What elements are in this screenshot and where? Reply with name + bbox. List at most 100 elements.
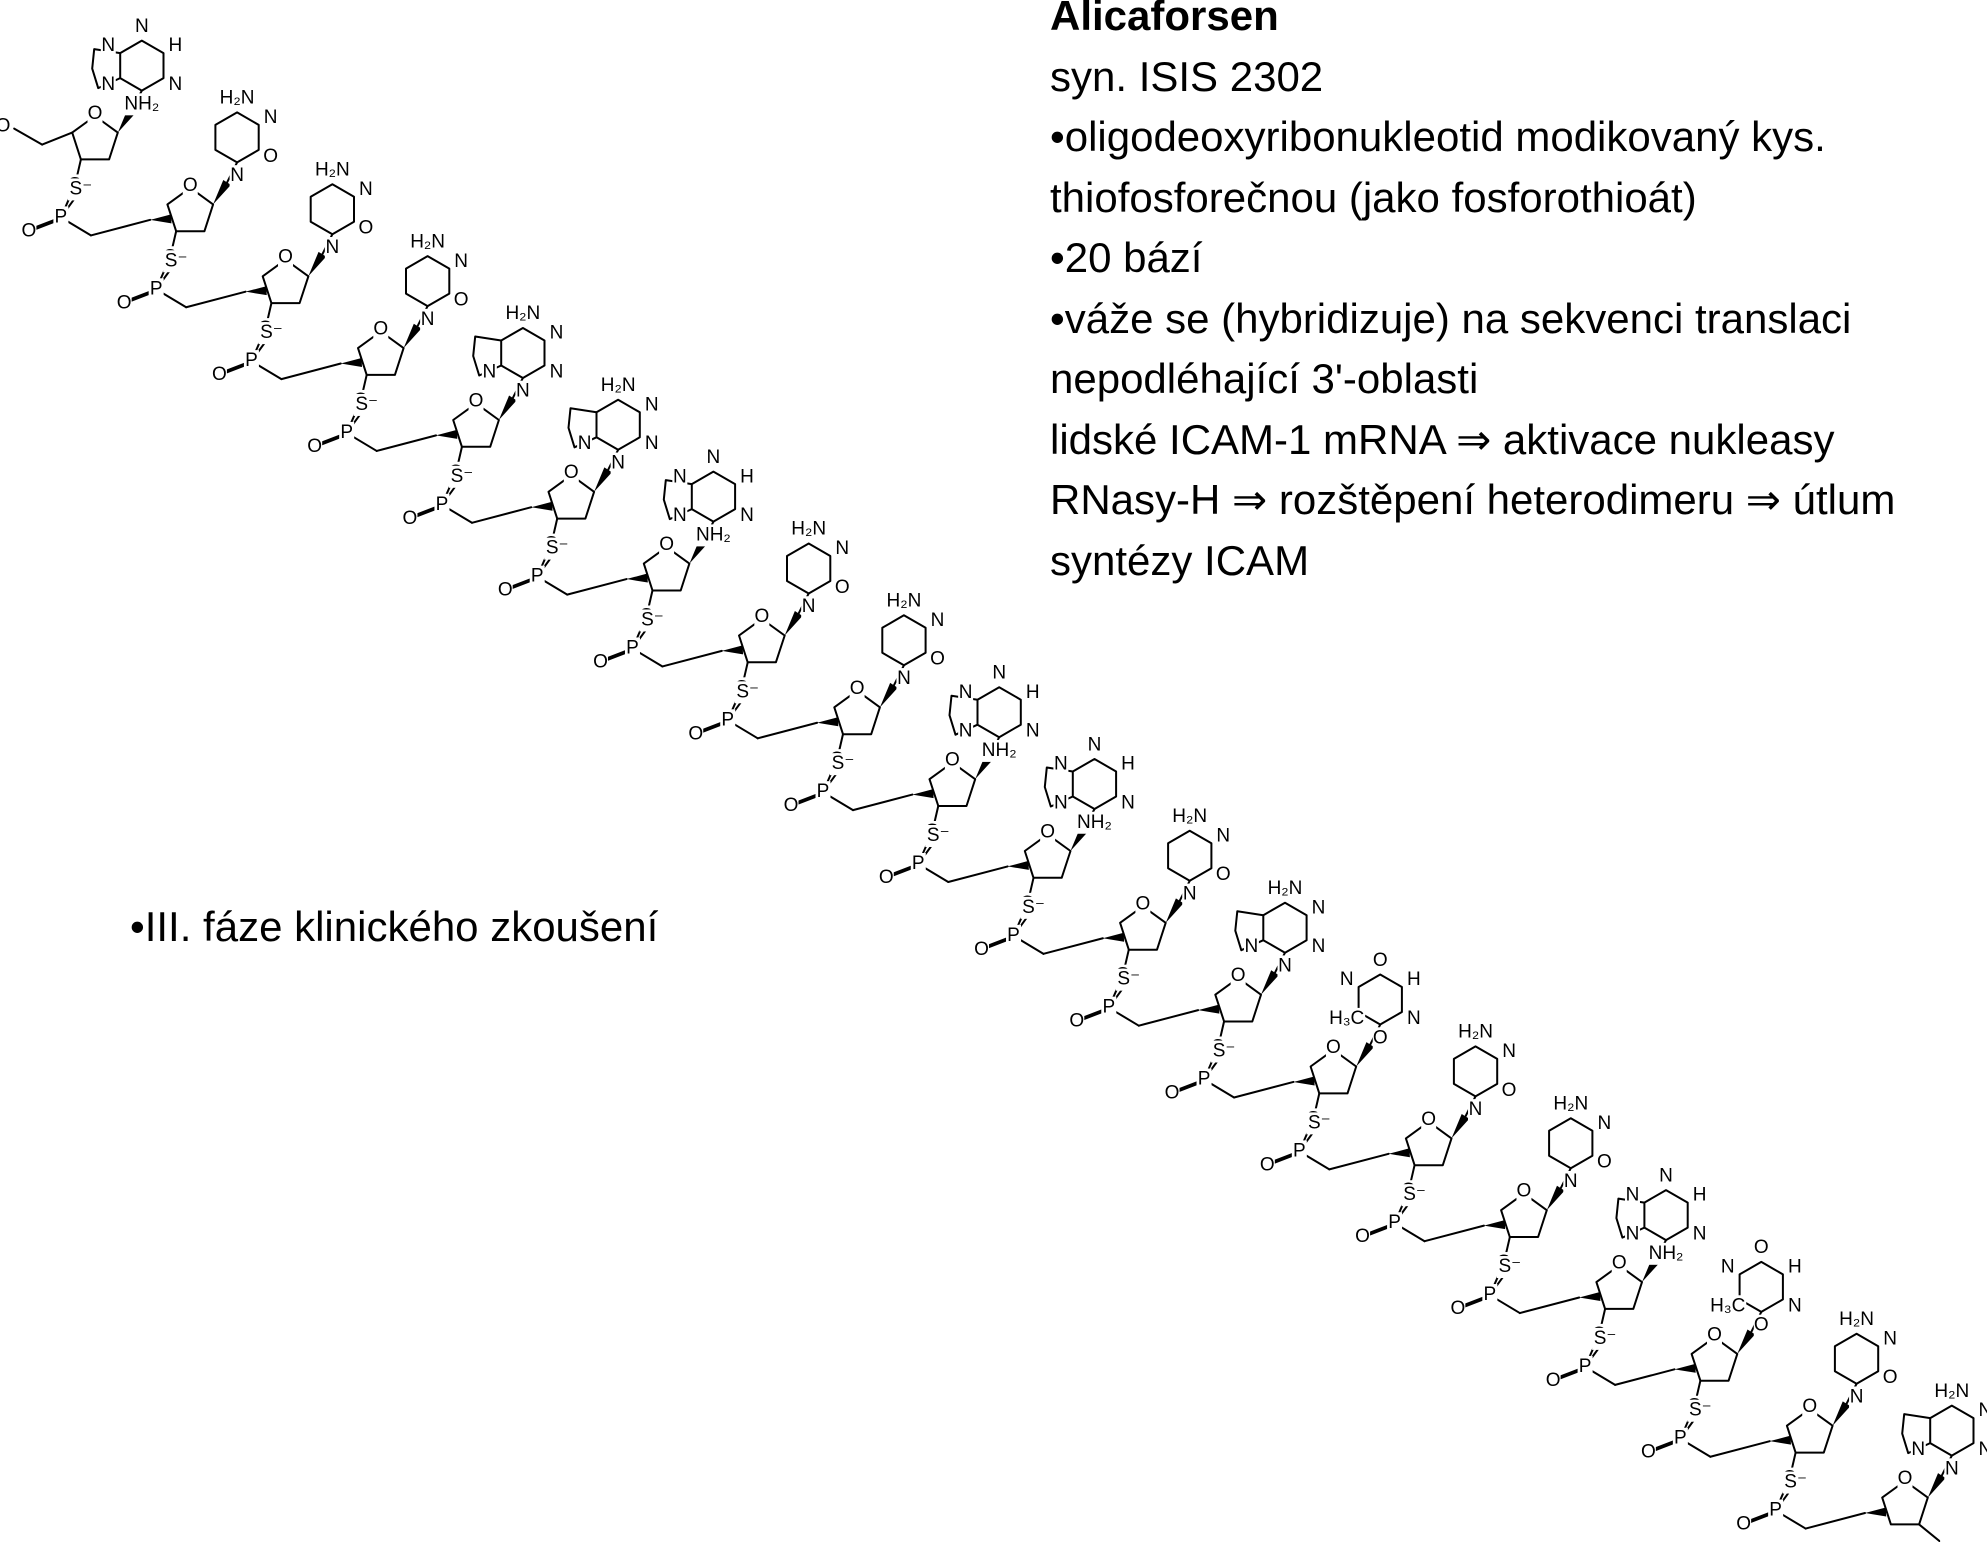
base-atom-label: N xyxy=(1597,1113,1611,1134)
base-atom-label: N xyxy=(1088,734,1102,755)
phosphate-atom-label: S⁻ xyxy=(1213,1041,1236,1062)
phosphate-atom-label: O xyxy=(403,508,418,529)
nucleotide-6-A: OH₂NNNNNOPS⁻O xyxy=(497,375,660,602)
base-atom-label: N xyxy=(897,668,911,689)
phosphate-atom-label: P xyxy=(1007,925,1020,946)
base-atom-label: N xyxy=(1850,1387,1864,1408)
base-atom-label: N xyxy=(1054,754,1068,775)
base-atom-label: O xyxy=(1373,950,1388,971)
base-atom-label: H₂N xyxy=(601,375,636,396)
phosphate-atom-label: O xyxy=(688,723,703,744)
base-atom-label: N xyxy=(1216,825,1230,846)
base-atom-label: N xyxy=(578,433,592,454)
base-atom-label: N xyxy=(740,505,754,526)
phosphate-atom-label: P xyxy=(626,637,639,658)
base-atom-label: N xyxy=(835,538,849,559)
base-atom-label: N xyxy=(1407,1008,1421,1029)
base-atom-label: N xyxy=(1469,1099,1483,1120)
phosphate-atom-label: P xyxy=(1102,997,1115,1018)
nucleotide-5-A: OH₂NNNNNOPS⁻O xyxy=(402,303,564,530)
base-atom-label: H xyxy=(1407,969,1421,990)
nucleotide-7-G: OOHNNH₂NNNOPS⁻O xyxy=(592,446,755,674)
ring-oxygen-label: O xyxy=(945,750,960,771)
phosphate-atom-label: O xyxy=(212,364,227,385)
synonym-line: syn. ISIS 2302 xyxy=(1050,52,1324,100)
base-atom-label: N xyxy=(1721,1257,1735,1278)
phosphate-atom-label: O xyxy=(117,292,132,313)
ring-oxygen-label: O xyxy=(469,390,484,411)
nucleotide-3-C: OH₂NNONOPS⁻O xyxy=(211,159,374,387)
phosphate-atom-label: S⁻ xyxy=(165,250,188,271)
phosphate-atom-label: O xyxy=(784,795,799,816)
base-atom-label: N xyxy=(359,179,373,200)
base-atom-label: N xyxy=(1693,1223,1707,1244)
nucleotide-10-G: OOHNNH₂NNNOPS⁻O xyxy=(878,662,1041,889)
base-atom-label: H₂N xyxy=(791,519,826,540)
base-atom-label: H₂N xyxy=(410,231,445,252)
phosphate-atom-label: O xyxy=(1069,1011,1084,1032)
base-atom-label: N xyxy=(516,381,530,402)
base-atom-label: H₂N xyxy=(315,160,350,181)
base-atom-label: N xyxy=(421,309,435,330)
base-atom-label: N xyxy=(959,721,973,742)
base-atom-label: N xyxy=(325,237,339,258)
base-atom-label: NH₂ xyxy=(696,524,731,545)
phosphate-atom-label: S⁻ xyxy=(1498,1256,1521,1277)
base-atom-label: N xyxy=(482,361,496,382)
base-atom-label: H₃C xyxy=(1329,1008,1364,1029)
base-atom-label: N xyxy=(1121,792,1135,813)
base-atom-label: H₂N xyxy=(1172,806,1207,827)
phosphate-atom-label: S⁻ xyxy=(1594,1328,1617,1349)
ring-oxygen-label: O xyxy=(1326,1037,1341,1058)
base-atom-label: O xyxy=(1502,1080,1517,1101)
phosphate-atom-label: O xyxy=(879,867,894,888)
base-atom-label: O xyxy=(454,290,469,311)
phosphate-atom-label: O xyxy=(974,939,989,960)
phosphate-atom-label: O xyxy=(1736,1514,1751,1535)
base-atom-label: H xyxy=(740,466,754,487)
phosphate-atom-label: P xyxy=(150,278,163,299)
ring-oxygen-label: O xyxy=(1517,1181,1532,1202)
phosphate-atom-label: P xyxy=(245,350,258,371)
base-atom-label: N xyxy=(802,596,816,617)
ring-oxygen-label: O xyxy=(1802,1396,1817,1417)
ring-oxygen-label: O xyxy=(1136,893,1151,914)
description-line: thiofosforečnou (jako fosforothioát) xyxy=(1050,173,1697,221)
base-atom-label: NH₂ xyxy=(124,93,159,114)
base-atom-label: H xyxy=(1121,754,1135,775)
base-atom-label: N xyxy=(550,361,564,382)
nucleotide-15-C: OH₂NNONOPS⁻O xyxy=(1355,1021,1517,1249)
base-atom-label: N xyxy=(1026,721,1040,742)
base-atom-label: N xyxy=(707,447,721,468)
phosphate-atom-label: S⁻ xyxy=(355,394,378,415)
base-atom-label: N xyxy=(1502,1041,1516,1062)
base-atom-label: NH₂ xyxy=(982,740,1017,761)
base-atom-label: H xyxy=(1693,1185,1707,1206)
phosphate-atom-label: S⁻ xyxy=(260,322,283,343)
phosphate-atom-label: P xyxy=(1769,1500,1782,1521)
base-atom-label: H₂N xyxy=(1553,1093,1588,1114)
description-line: RNasy-H ⇒ rozštěpení heterodimeru ⇒ útlu… xyxy=(1050,476,1896,523)
ring-oxygen-label: O xyxy=(183,175,198,196)
base-atom-label: O xyxy=(263,146,278,167)
base-atom-label: N xyxy=(611,453,625,474)
base-atom-label: N xyxy=(645,394,659,415)
base-atom-label: O xyxy=(1597,1152,1612,1173)
base-atom-label: H₂N xyxy=(1268,878,1303,899)
ring-oxygen-label: O xyxy=(1040,821,1055,842)
phosphate-atom-label: P xyxy=(55,206,68,227)
phosphate-atom-label: O xyxy=(1641,1442,1656,1463)
phosphate-atom-label: P xyxy=(1293,1140,1306,1161)
base-atom-label: NH₂ xyxy=(1649,1243,1684,1264)
base-atom-label: N xyxy=(673,466,687,487)
base-atom-label: N xyxy=(1788,1295,1802,1316)
base-atom-label: H xyxy=(1788,1257,1802,1278)
base-atom-label: N xyxy=(550,323,564,344)
base-atom-label: N xyxy=(1979,1400,1987,1421)
base-atom-label: N xyxy=(101,35,115,56)
base-atom-label: O xyxy=(835,577,850,598)
base-atom-label: H₂N xyxy=(1934,1381,1969,1402)
clinical-phase-note: •III. fáze klinického zkoušení xyxy=(130,903,659,950)
base-atom-label: N xyxy=(673,505,687,526)
base-atom-label: O xyxy=(1754,1315,1769,1336)
